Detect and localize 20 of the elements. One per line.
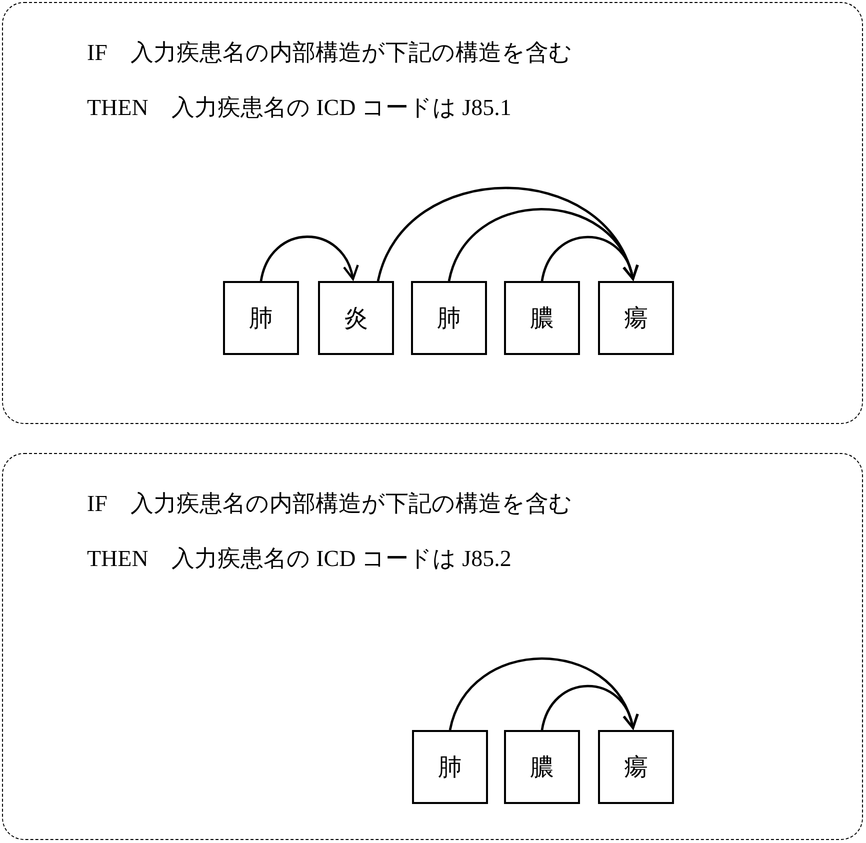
character-box: 瘍 <box>598 281 674 355</box>
character-box: 炎 <box>318 281 394 355</box>
character-box: 膿 <box>504 730 580 804</box>
character-box: 瘍 <box>598 730 674 804</box>
arrow <box>540 236 638 282</box>
rule-panel <box>2 2 863 424</box>
conclusion-text: THEN 入力疾患名の ICD コードは J85.2 <box>87 545 512 573</box>
condition-text: IF 入力疾患名の内部構造が下記の構造を含む <box>87 39 572 67</box>
arrow <box>260 236 358 282</box>
character-box: 肺 <box>223 281 299 355</box>
condition-text: IF 入力疾患名の内部構造が下記の構造を含む <box>87 490 572 518</box>
arrow <box>540 684 638 730</box>
arrow <box>448 657 637 730</box>
character-box: 肺 <box>412 730 488 804</box>
character-box: 肺 <box>411 281 487 355</box>
conclusion-text: THEN 入力疾患名の ICD コードは J85.1 <box>87 94 512 122</box>
arrow <box>376 186 636 282</box>
rule-panel <box>2 453 863 840</box>
arrow <box>448 208 637 282</box>
character-box: 膿 <box>504 281 580 355</box>
